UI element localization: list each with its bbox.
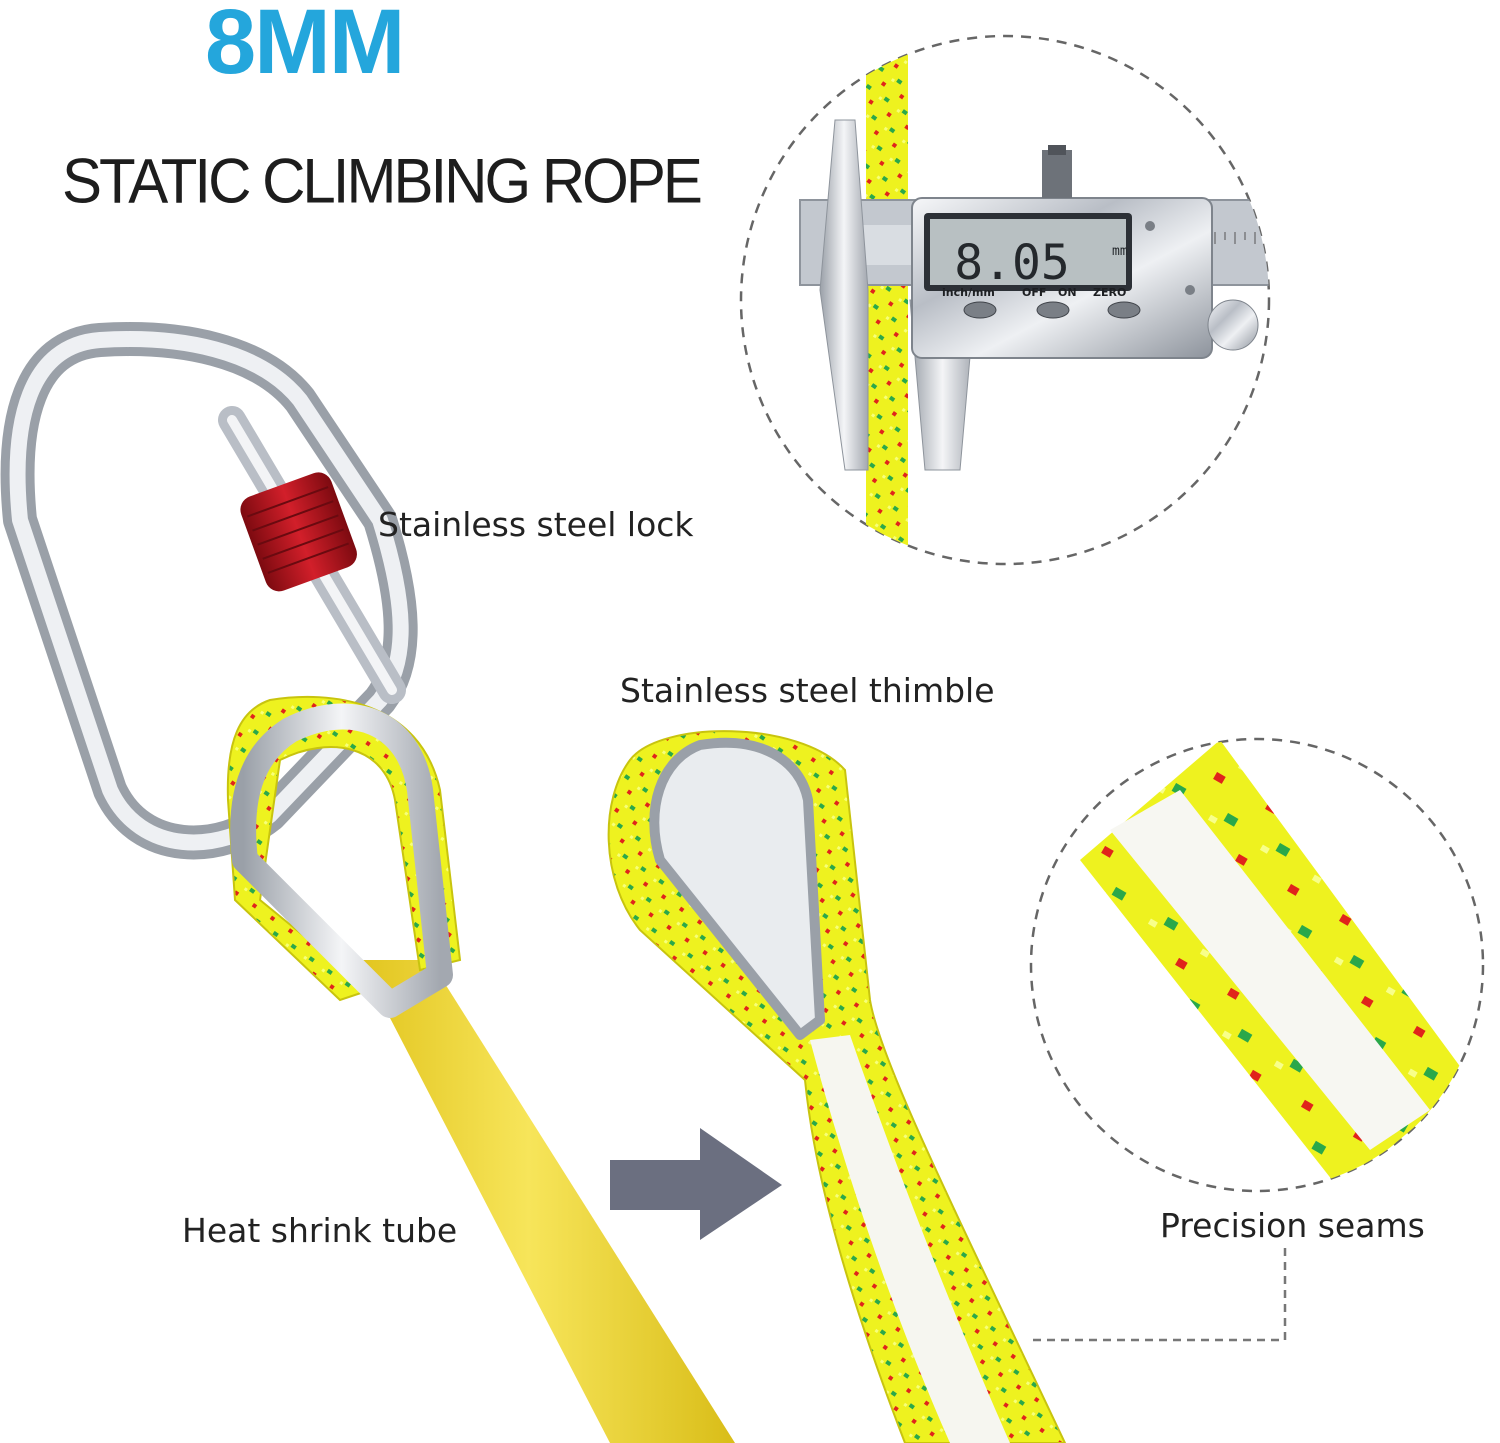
left-rope	[226, 695, 735, 1443]
label-stainless-steel-lock: Stainless steel lock	[378, 505, 694, 544]
label-stainless-steel-thimble: Stainless steel thimble	[620, 671, 995, 710]
label-heat-shrink-tube: Heat shrink tube	[182, 1211, 458, 1250]
caliper-unit: mm	[1112, 244, 1128, 259]
caliper-detail: 8.05 mm inch/mm OFF ON ZERO	[739, 34, 1271, 566]
right-rope	[607, 730, 1067, 1443]
seams-detail	[1029, 737, 1485, 1342]
caliper-button-label-zero: ZERO	[1093, 286, 1126, 299]
caliper-button-label-inchmm: inch/mm	[942, 286, 995, 299]
subtitle: STATIC CLIMBING ROPE	[62, 145, 703, 217]
caliper-reading: 8.05	[954, 235, 1070, 291]
caliper-button-label-off: OFF	[1022, 286, 1046, 299]
headline: 8MM	[205, 0, 405, 93]
caliper-button-label-on: ON	[1058, 286, 1077, 299]
label-precision-seams: Precision seams	[1160, 1206, 1425, 1245]
carabiner	[0, 322, 418, 860]
arrow-icon	[610, 1128, 782, 1240]
